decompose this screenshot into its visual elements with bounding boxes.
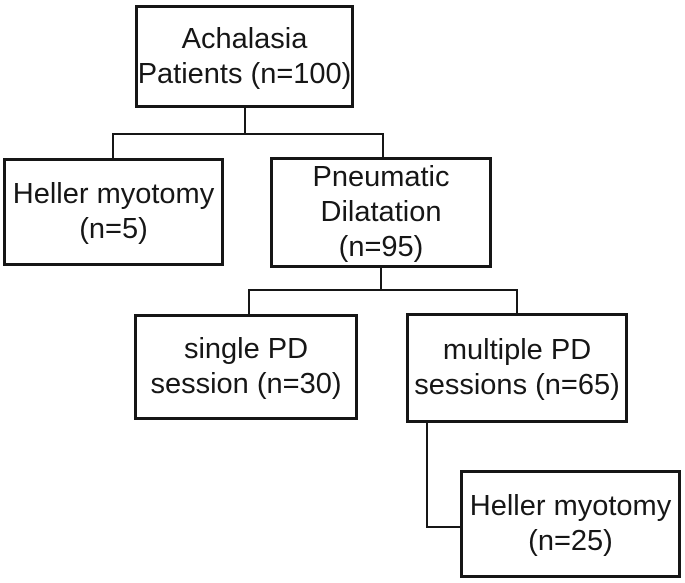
edge-root-to-heller5 — [112, 133, 114, 159]
node-heller-myotomy-n25: Heller myotomy (n=25) — [460, 470, 681, 578]
edge-multiple-to-heller25-v — [426, 423, 428, 528]
node-label-line: Achalasia — [181, 22, 308, 55]
edge-pneumatic-to-multiple — [516, 289, 518, 314]
node-label-line: session (n=30) — [150, 368, 342, 400]
node-label-line: single PD — [183, 333, 309, 365]
node-label-line: Dilatation — [320, 196, 442, 228]
edge-row2-horizontal — [248, 289, 518, 291]
node-label-line: Heller myotomy — [12, 178, 215, 210]
node-multiple-pd-sessions: multiple PD sessions (n=65) — [406, 313, 628, 423]
node-label-line: Patients (n=100) — [137, 57, 352, 90]
node-single-pd-session: single PD session (n=30) — [134, 314, 358, 420]
node-heller-myotomy-n5: Heller myotomy (n=5) — [3, 158, 224, 266]
edge-root-to-pneumatic — [382, 133, 384, 158]
node-label-line: (n=95) — [338, 231, 424, 263]
node-achalasia-patients: Achalasia Patients (n=100) — [135, 5, 354, 108]
node-label-line: (n=25) — [528, 525, 613, 557]
edge-pneumatic-to-single — [248, 289, 250, 315]
node-label-line: sessions (n=65) — [414, 369, 620, 401]
node-pneumatic-dilatation: Pneumatic Dilatation (n=95) — [270, 157, 492, 268]
edge-pneumatic-stem — [380, 268, 382, 291]
node-label-line: (n=5) — [79, 213, 148, 245]
edge-row1-horizontal — [112, 133, 384, 135]
node-label-line: Pneumatic — [312, 161, 450, 193]
edge-root-stem — [244, 108, 246, 135]
node-label-line: multiple PD — [442, 334, 592, 366]
node-label-line: Heller myotomy — [469, 490, 672, 522]
edge-multiple-to-heller25-h — [426, 526, 462, 528]
